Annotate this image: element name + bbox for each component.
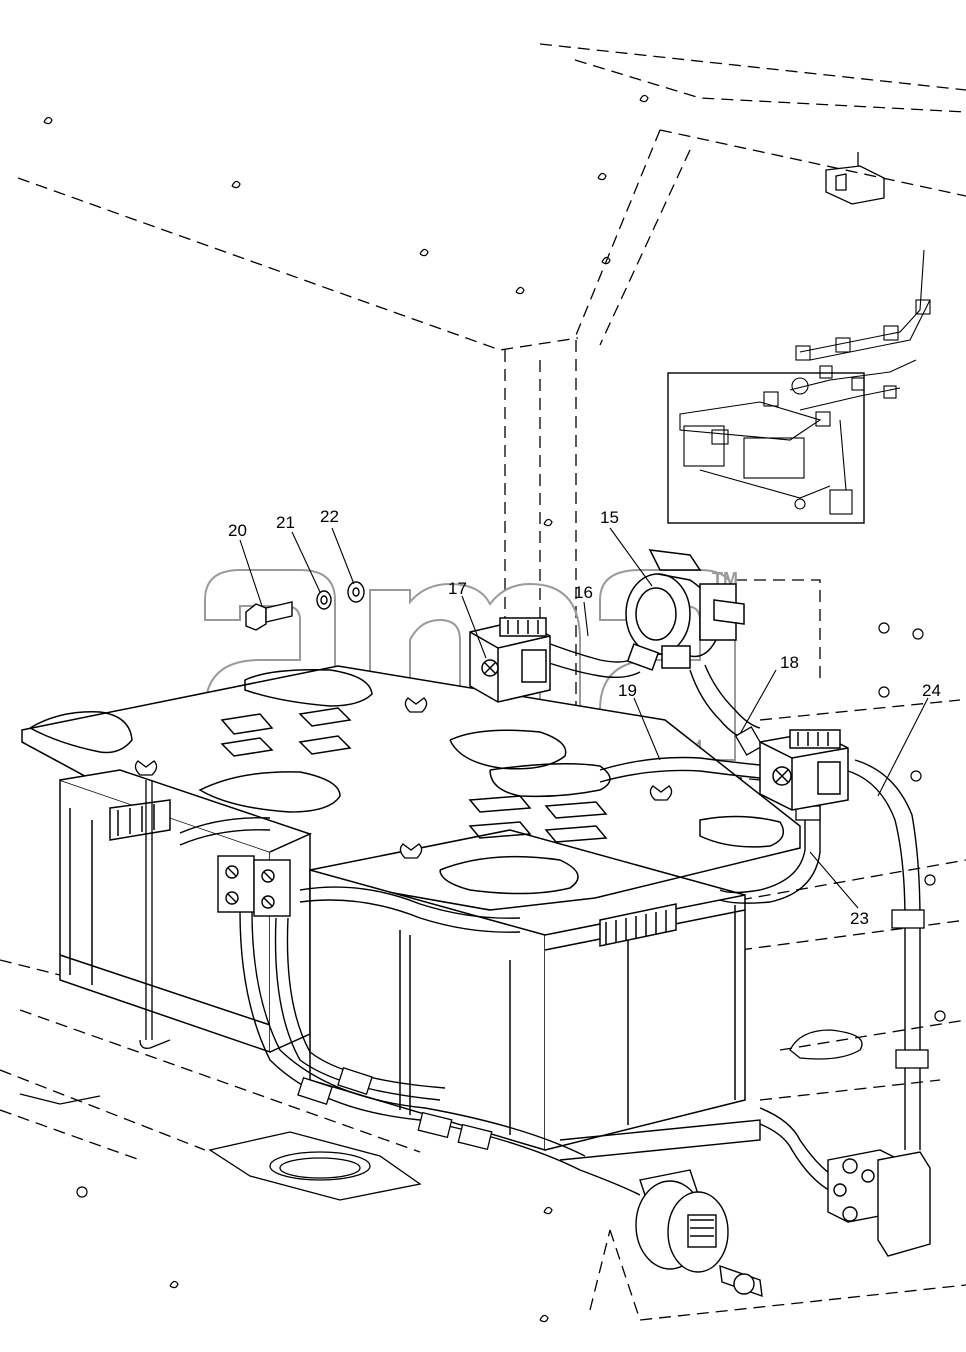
frame-holes [43,94,946,1323]
callout-21: 21 [276,513,295,532]
bracket-top-right [825,152,885,205]
reference-outline [0,43,966,1321]
leader-lines [239,527,929,909]
callout-18: 18 [780,653,799,672]
callout-16: 16 [574,583,593,602]
battery-terminals [217,855,291,917]
cable-sleeves [297,726,929,1151]
callout-22: 22 [320,507,339,526]
junction-box-17 [469,617,551,703]
callout-labels: 15 16 17 18 19 20 21 22 23 24 [228,507,941,928]
cables [179,639,921,1196]
callout-23: 23 [850,909,869,928]
callout-15: 15 [600,508,619,527]
callout-17: 17 [448,579,467,598]
washer-21 [316,590,332,610]
device-15 [625,549,745,671]
battery-switch [635,1169,763,1298]
callout-19: 19 [618,681,637,700]
battery-left [59,769,313,1054]
junction-box-23 [759,729,849,811]
wing-nuts [134,697,673,1049]
washer-22 [347,581,365,603]
relay-bottom-right [827,1149,931,1257]
callout-20: 20 [228,521,247,540]
bolt-20 [245,601,293,631]
callout-24: 24 [922,681,941,700]
floor-plate [19,1029,863,1201]
overview-inset [667,249,931,524]
